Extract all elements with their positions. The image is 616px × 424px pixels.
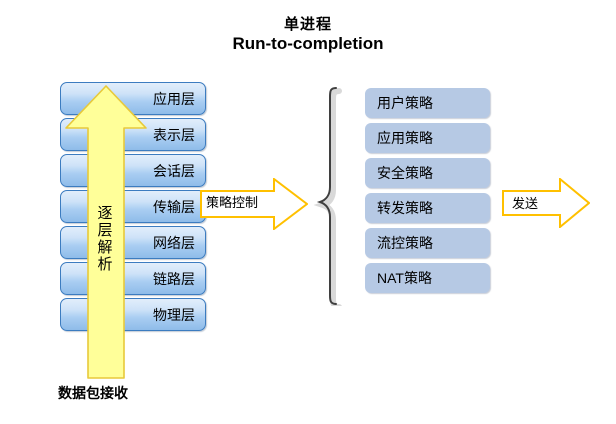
send-arrow-icon bbox=[502, 178, 590, 228]
upward-arrow-label: 逐层解析 bbox=[93, 205, 117, 273]
policy-item[interactable]: 应用策略 bbox=[365, 123, 490, 153]
osi-layer-box[interactable]: 链路层 bbox=[60, 262, 206, 295]
policy-item[interactable]: NAT策略 bbox=[365, 263, 490, 293]
upward-arrow-label-char: 析 bbox=[97, 256, 113, 273]
osi-layer-box[interactable]: 传输层 bbox=[60, 190, 206, 223]
osi-layer-label: 网络层 bbox=[153, 234, 195, 251]
osi-layer-label: 会话层 bbox=[153, 162, 195, 179]
policy-control-arrow-icon bbox=[200, 178, 308, 230]
osi-layer-label: 应用层 bbox=[153, 90, 195, 107]
upward-arrow-label-char: 解 bbox=[97, 239, 113, 256]
send-arrow-label: 发送 bbox=[512, 196, 539, 211]
upward-arrow-label-char: 层 bbox=[97, 222, 113, 239]
policy-item-label: 流控策略 bbox=[377, 235, 433, 251]
osi-layer-label: 物理层 bbox=[153, 306, 195, 323]
policy-item-label: 转发策略 bbox=[377, 200, 433, 216]
policy-item[interactable]: 转发策略 bbox=[365, 193, 490, 223]
osi-layer-box[interactable]: 会话层 bbox=[60, 154, 206, 187]
policy-item-label: 应用策略 bbox=[377, 130, 433, 146]
policy-control-arrow-label: 策略控制 bbox=[206, 195, 259, 210]
policy-item[interactable]: 用户策略 bbox=[365, 88, 490, 118]
page-title-cn: 单进程 bbox=[283, 16, 332, 33]
left-curly-brace-icon bbox=[313, 87, 342, 306]
policy-item-label: NAT策略 bbox=[377, 270, 432, 286]
policy-item[interactable]: 流控策略 bbox=[365, 228, 490, 258]
osi-layer-box[interactable]: 表示层 bbox=[60, 118, 206, 151]
policy-item[interactable]: 安全策略 bbox=[365, 158, 490, 188]
packet-receive-label: 数据包接收 bbox=[58, 385, 128, 401]
osi-layer-box[interactable]: 物理层 bbox=[60, 298, 206, 331]
policy-item-label: 用户策略 bbox=[377, 95, 433, 111]
osi-layer-label: 链路层 bbox=[153, 270, 195, 287]
upward-arrow-label-char: 逐 bbox=[97, 205, 113, 222]
osi-layer-label: 表示层 bbox=[153, 126, 195, 143]
page-title-en: Run-to-completion bbox=[232, 34, 384, 53]
osi-layer-stack: 应用层 表示层 会话层 传输层 网络层 链路层 物理层 bbox=[60, 82, 206, 334]
osi-layer-box[interactable]: 应用层 bbox=[60, 82, 206, 115]
policy-item-label: 安全策略 bbox=[377, 165, 433, 181]
osi-layer-box[interactable]: 网络层 bbox=[60, 226, 206, 259]
policy-list: 用户策略 应用策略 安全策略 转发策略 流控策略 NAT策略 bbox=[365, 88, 490, 298]
osi-layer-label: 传输层 bbox=[153, 198, 195, 215]
